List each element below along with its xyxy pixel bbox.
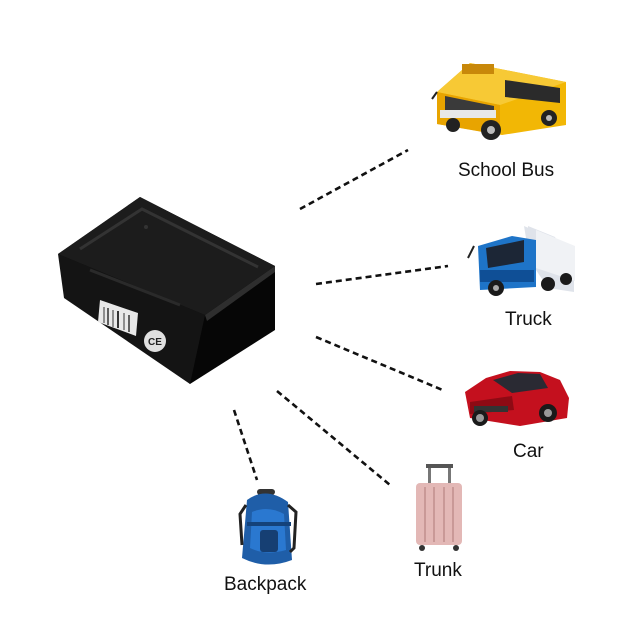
line-to-school-bus <box>299 148 409 211</box>
ce-mark-badge <box>144 330 166 352</box>
car-icon <box>465 371 569 426</box>
suitcase-icon <box>416 464 462 551</box>
line-to-car <box>315 335 446 393</box>
backpack-icon <box>238 489 298 565</box>
line-to-truck <box>315 264 449 286</box>
gps-tracker-device: CE <box>58 197 275 384</box>
school-bus-label: School Bus <box>458 160 555 181</box>
backpack-label: Backpack <box>224 574 307 595</box>
line-to-trunk <box>276 390 391 486</box>
truck-label: Truck <box>505 309 552 330</box>
trunk-label: Trunk <box>414 560 462 581</box>
ce-mark-text: CE <box>148 337 162 348</box>
truck-icon <box>467 226 575 296</box>
line-to-backpack <box>232 409 259 481</box>
school-bus-icon <box>431 63 566 140</box>
car-label: Car <box>513 441 544 462</box>
serial-label-sticker <box>98 300 138 336</box>
connector-lines <box>232 148 449 486</box>
